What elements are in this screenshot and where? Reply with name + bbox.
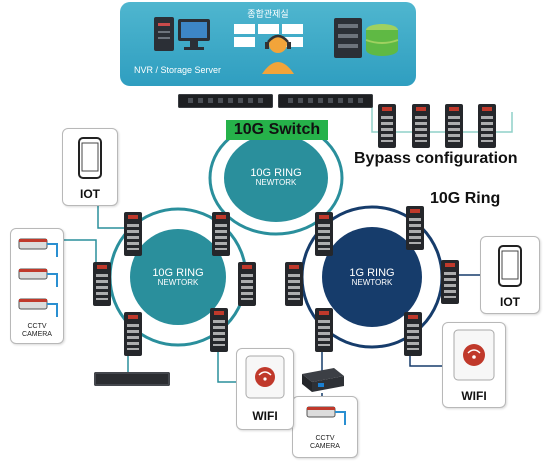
cctv-camera-icon xyxy=(18,238,58,257)
ring-word: NEWTORK xyxy=(255,178,297,187)
cctv-label: CCTV CAMERA xyxy=(11,323,63,339)
iot-device-left: IOT xyxy=(62,128,118,206)
cctv-camera-icon xyxy=(306,406,346,425)
server-icon xyxy=(154,17,210,51)
ring-word: NEWTORK xyxy=(351,278,393,287)
ring-top-label: 10G RING NEWTORK xyxy=(236,168,316,188)
iot-label: IOT xyxy=(80,187,100,201)
ring-switch xyxy=(210,308,228,352)
ring-switch xyxy=(124,212,142,256)
wifi-device-center: WIFI xyxy=(236,348,294,430)
operator-icon xyxy=(262,34,294,74)
ring-switch xyxy=(285,262,303,306)
bypass-switch xyxy=(412,104,430,148)
storage-database-icon xyxy=(334,18,399,58)
rack-unit xyxy=(94,372,170,386)
ring-speed: 10G RING xyxy=(152,267,204,279)
ring-switch xyxy=(315,212,333,256)
server-label: NVR / Storage Server xyxy=(134,65,222,75)
cctv-label-line1: CCTV xyxy=(27,323,47,330)
ring-switch xyxy=(212,212,230,256)
bypass-switch xyxy=(478,104,496,148)
control-room-panel: 종합관제실 NVR / Storage Server xyxy=(120,2,416,86)
bypass-label: Bypass configuration xyxy=(354,150,518,167)
bypass-switch xyxy=(378,104,396,148)
cctv-label-line2: CAMERA xyxy=(22,331,52,338)
ring-caption: 10G Ring xyxy=(430,190,501,207)
smartphone-icon xyxy=(498,245,522,287)
smartphone-icon xyxy=(78,137,102,179)
wifi-label: WIFI xyxy=(461,389,487,403)
cctv-device-bottom: CCTV CAMERA xyxy=(292,396,358,458)
wifi-device-right: WIFI xyxy=(442,322,506,408)
iot-device-right: IOT xyxy=(480,236,540,314)
ring-left-label: 10G RING NEWTORK xyxy=(138,268,218,288)
ring-switch xyxy=(404,312,422,356)
iot-label: IOT xyxy=(500,295,520,309)
cctv-label-line2: CAMERA xyxy=(310,443,340,450)
switch-label: 10G Switch xyxy=(226,120,328,140)
main-switch-left xyxy=(178,94,273,108)
video-wall-icon xyxy=(234,24,303,47)
ring-switch xyxy=(93,262,111,306)
ring-switch xyxy=(315,308,333,352)
ring-speed: 10G RING xyxy=(250,167,302,179)
cctv-camera-icon xyxy=(18,268,58,287)
media-converter-icon xyxy=(302,368,344,392)
main-switch-right xyxy=(278,94,373,108)
control-room-title: 종합관제실 xyxy=(247,9,289,19)
ring-switch xyxy=(124,312,142,356)
cctv-group-left: CCTV CAMERA xyxy=(10,228,64,344)
wifi-label: WIFI xyxy=(252,409,278,423)
wifi-access-point-icon xyxy=(453,329,495,381)
ring-right-label: 1G RING NEWTORK xyxy=(332,268,412,288)
ring-switch xyxy=(238,262,256,306)
ring-switch xyxy=(406,206,424,250)
cctv-label: CCTV CAMERA xyxy=(293,435,357,451)
wifi-access-point-icon xyxy=(245,355,285,399)
cctv-label-line1: CCTV xyxy=(315,435,335,442)
bypass-switch xyxy=(445,104,463,148)
ring-speed: 1G RING xyxy=(349,267,395,279)
ring-switch xyxy=(441,260,459,304)
ring-word: NEWTORK xyxy=(157,278,199,287)
cctv-camera-icon xyxy=(18,298,58,317)
